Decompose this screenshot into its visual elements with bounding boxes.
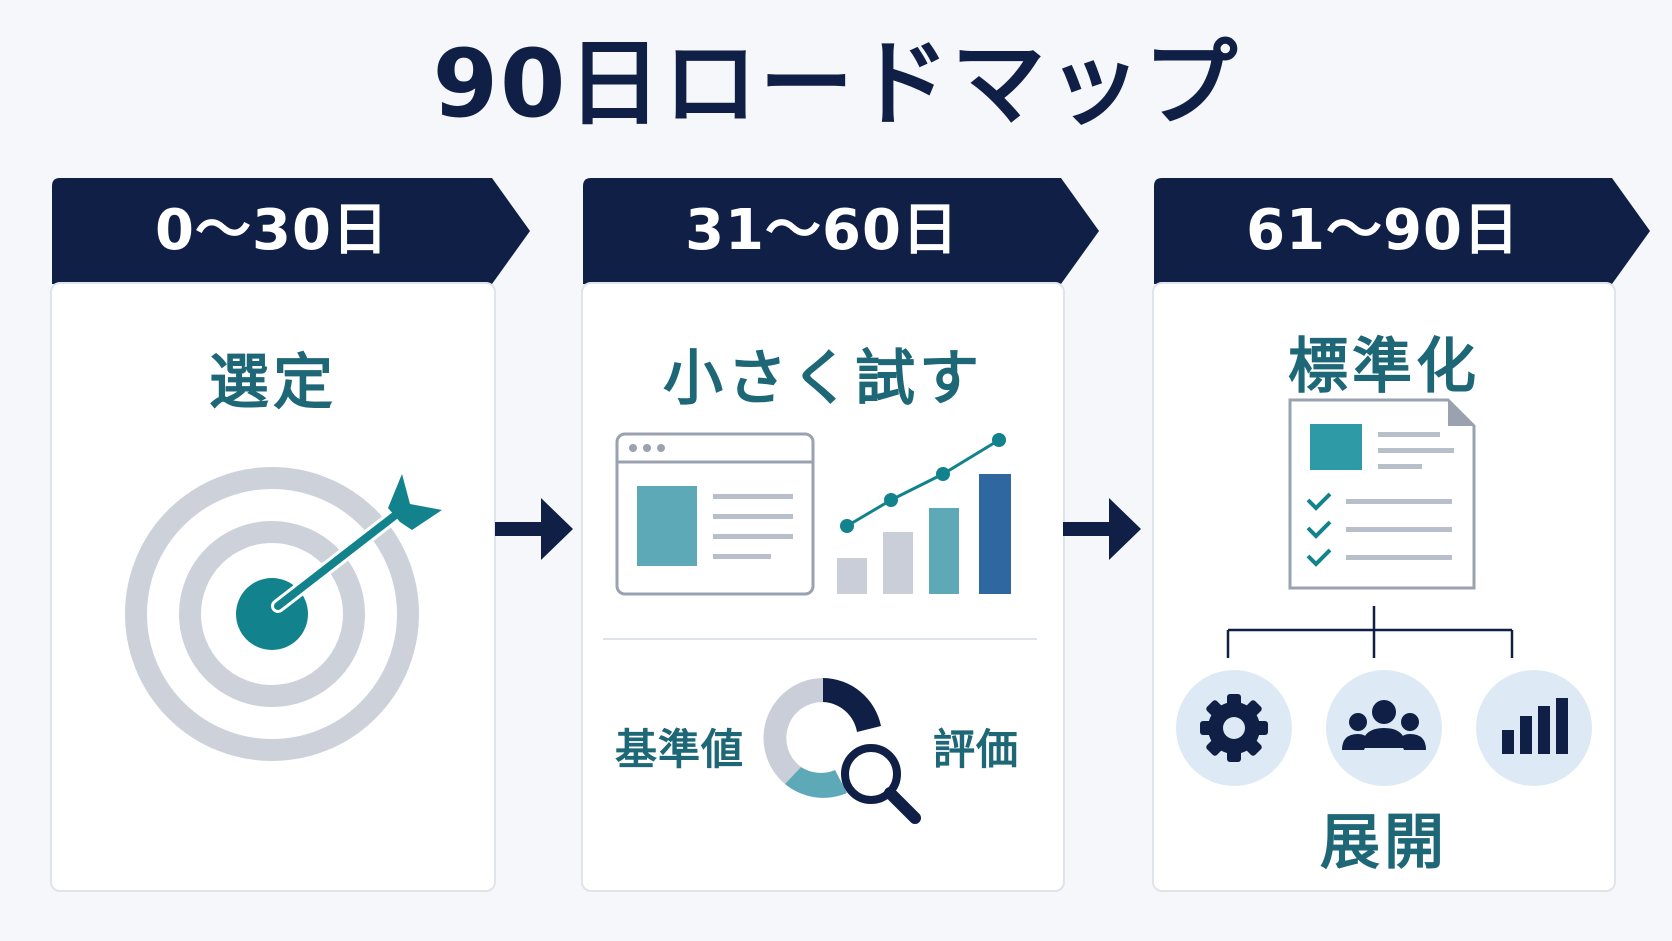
- page-title: 90日ロードマップ: [432, 30, 1240, 139]
- arrow-icon: [495, 498, 573, 560]
- phase-period-2: 31〜60日: [685, 198, 959, 263]
- growth-chart-icon: [837, 433, 1011, 594]
- phase-card-trial: 小さく試す 基準値 評価: [581, 282, 1065, 892]
- evaluation-label: 評価: [933, 725, 1020, 774]
- phase-footer-3: 展開: [1320, 808, 1448, 878]
- browser-window-icon: [615, 432, 815, 596]
- phase-card-standardize: 標準化: [1152, 282, 1616, 892]
- team-icon: [1326, 670, 1442, 786]
- phase-heading-1: 選定: [209, 348, 337, 418]
- phase-period-1: 0〜30日: [155, 198, 389, 263]
- phase-header-3: 61〜90日: [1154, 178, 1652, 284]
- checklist-document-icon: [1288, 398, 1476, 590]
- arrow-icon: [1063, 498, 1141, 560]
- connector-lines: [1226, 606, 1514, 658]
- baseline-label: 基準値: [615, 725, 745, 774]
- target-icon: [125, 467, 442, 761]
- phase-card-select: 選定: [50, 282, 496, 892]
- bar-chart-icon: [1476, 670, 1592, 786]
- phase-heading-3: 標準化: [1288, 332, 1480, 402]
- gear-icon: [1176, 670, 1292, 786]
- divider: [603, 638, 1037, 640]
- phase-header-2: 31〜60日: [583, 178, 1101, 284]
- phase-heading-2: 小さく試す: [663, 344, 983, 414]
- donut-chart-icon: [763, 678, 921, 824]
- phase-period-3: 61〜90日: [1246, 198, 1520, 263]
- phase-header-1: 0〜30日: [52, 178, 532, 284]
